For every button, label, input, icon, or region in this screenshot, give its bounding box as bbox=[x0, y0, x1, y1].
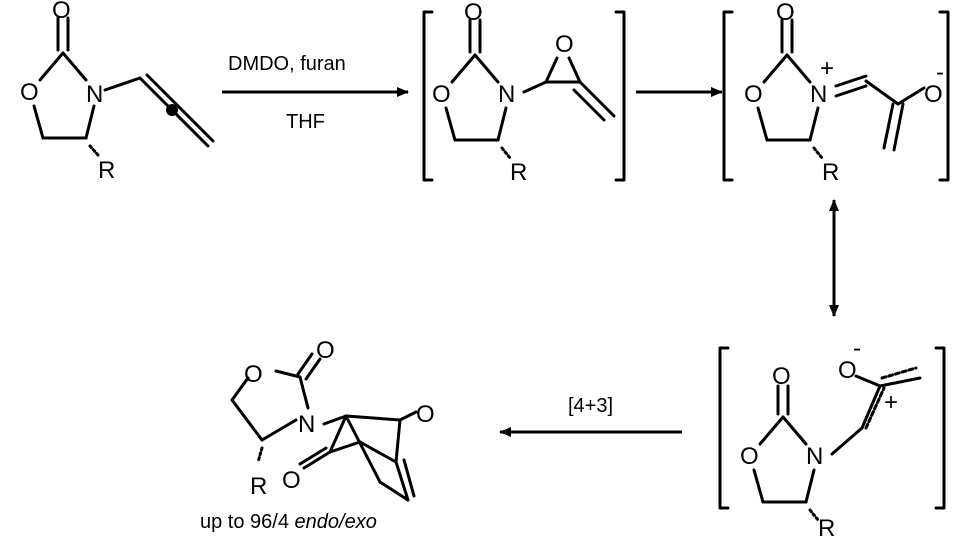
ring-oxygen-label: O bbox=[432, 81, 451, 108]
r-substituent-label: R bbox=[250, 473, 267, 500]
right-bracket bbox=[934, 346, 946, 510]
selectivity-ratio: endo/exo bbox=[295, 511, 377, 533]
step1-arrow-group: DMDO, furan THF bbox=[222, 53, 409, 133]
r-substituent-label: R bbox=[510, 159, 527, 186]
step1-reagents-label: DMDO, furan bbox=[228, 53, 346, 75]
nitrogen-label: N bbox=[498, 81, 515, 108]
ring-oxygen-label: O bbox=[20, 79, 39, 106]
cycloadduct-product: O O N O O R up to 96/4 endo/exo bbox=[200, 337, 435, 533]
carbonyl-oxygen-label: O bbox=[52, 0, 71, 24]
carbonyl-oxygen-label: O bbox=[776, 0, 795, 26]
nitrogen-label: N bbox=[298, 411, 315, 438]
oxyallyl-cation-intermediate: O O N O - + R bbox=[718, 335, 946, 539]
left-bracket bbox=[718, 346, 730, 510]
allyl-positive-charge: + bbox=[884, 389, 898, 416]
r-substituent-label: R bbox=[98, 157, 115, 184]
ring-oxygen-label: O bbox=[740, 443, 759, 470]
r-substituent-label: R bbox=[822, 159, 839, 186]
step1-solvent-label: THF bbox=[286, 111, 325, 133]
cycloaddition-arrow-group: [4+3] bbox=[499, 395, 682, 437]
epoxide-oxygen-label: O bbox=[555, 31, 574, 58]
left-bracket bbox=[722, 10, 734, 182]
nitrogen-label: N bbox=[806, 443, 823, 470]
cycloaddition-label: [4+3] bbox=[568, 395, 613, 417]
iminium-positive-charge: + bbox=[820, 55, 834, 82]
ring-oxygen-label: O bbox=[744, 81, 763, 108]
enolate-negative-charge: - bbox=[853, 335, 861, 362]
carbonyl-oxygen-label: O bbox=[464, 0, 483, 26]
r-substituent-label: R bbox=[818, 515, 835, 539]
allene-oxide-intermediate: O O N O R bbox=[422, 0, 626, 186]
ring-oxygen-label: O bbox=[244, 361, 263, 388]
selectivity-prefix: up to 96/4 bbox=[200, 511, 295, 533]
right-bracket bbox=[614, 10, 626, 182]
enolate-oxygen-label: O bbox=[838, 357, 857, 384]
allene-central-carbon-dot bbox=[166, 104, 178, 116]
iminium-nitrogen-label: N bbox=[810, 81, 827, 108]
ketone-oxygen-label: O bbox=[282, 467, 301, 494]
carbonyl-oxygen-label: O bbox=[316, 337, 335, 364]
left-bracket bbox=[422, 10, 434, 182]
zwitterion-intermediate: O O N + O - R bbox=[722, 0, 950, 186]
enolate-negative-charge: - bbox=[936, 59, 944, 86]
enolate-oxygen-label: O bbox=[924, 81, 943, 108]
allenamide-starting-material: O O N R bbox=[20, 0, 215, 184]
nitrogen-label: N bbox=[86, 81, 103, 108]
right-bracket bbox=[938, 10, 950, 182]
carbonyl-oxygen-label: O bbox=[772, 363, 791, 390]
bridge-oxygen-label: O bbox=[416, 401, 435, 428]
selectivity-caption: up to 96/4 endo/exo bbox=[200, 511, 377, 533]
